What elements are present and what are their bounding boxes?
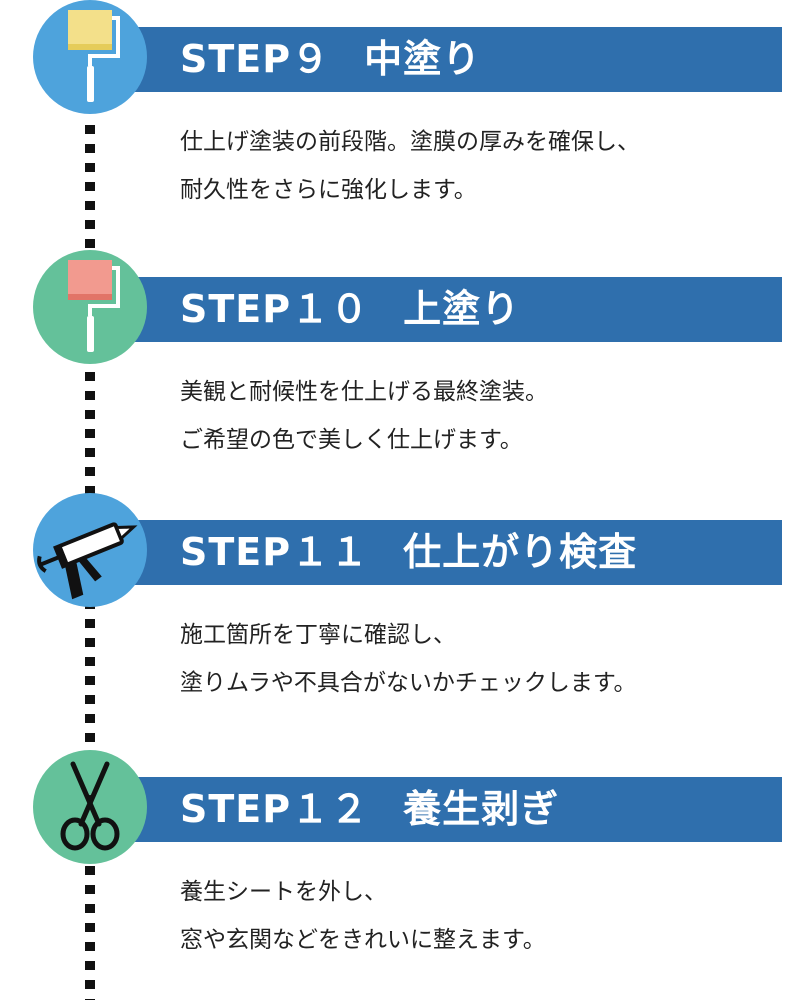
step-12-desc-line-1: 養生シートを外し、 [180,879,387,905]
scissors-icon [33,750,147,864]
step-10-label: STEP１０ [180,287,370,331]
step-9-banner [125,27,782,92]
step-10-title: 上塗り [403,287,521,331]
step-11-desc-line-2: 塗りムラや不具合がないかチェックします。 [180,670,637,696]
step-11-desc-line-1: 施工箇所を丁寧に確認し、 [180,622,456,648]
step-12-banner [125,777,782,842]
step-9: STEP９ 中塗り 仕上げ塗装の前段階。塗膜の厚みを確保し、 耐久性をさらに強化し… [0,0,800,230]
step-11: STEP１１ 仕上がり検査 施工箇所を丁寧に確認し、 塗りムラや不具合がないかチェ… [0,493,800,723]
step-12-desc-line-2: 窓や玄関などをきれいに整えます。 [180,927,546,953]
step-12-description: 養生シートを外し、 窓や玄関などをきれいに整えます。 [180,868,780,964]
step-10: STEP１０ 上塗り 美観と耐候性を仕上げる最終塗装。 ご希望の色で美しく仕上げま… [0,250,800,480]
step-9-desc-line-2: 耐久性をさらに強化します。 [180,177,477,203]
step-11-title: 仕上がり検査 [403,530,638,574]
step-10-heading: STEP１０ 上塗り [180,277,520,342]
step-10-banner [125,277,782,342]
step-9-title: 中塗り [364,37,482,81]
step-10-desc-line-1: 美観と耐候性を仕上げる最終塗装。 [180,379,548,405]
step-10-description: 美観と耐候性を仕上げる最終塗装。 ご希望の色で美しく仕上げます。 [180,368,780,464]
step-12-label: STEP１２ [180,787,370,831]
step-12-heading: STEP１２ 養生剥ぎ [180,777,559,842]
step-9-desc-line-1: 仕上げ塗装の前段階。塗膜の厚みを確保し、 [180,129,640,155]
step-11-banner [125,520,782,585]
paint-roller-icon [33,250,147,364]
step-12: STEP１２ 養生剥ぎ 養生シートを外し、 窓や玄関などをきれいに整えます。 [0,750,800,980]
step-10-desc-line-2: ご希望の色で美しく仕上げます。 [180,427,523,453]
step-11-heading: STEP１１ 仕上がり検査 [180,520,637,585]
caulking-gun-icon [33,493,147,607]
step-9-label: STEP９ [180,37,331,81]
paint-roller-icon [33,0,147,114]
step-11-label: STEP１１ [180,530,370,574]
step-9-description: 仕上げ塗装の前段階。塗膜の厚みを確保し、 耐久性をさらに強化します。 [180,118,780,214]
step-11-description: 施工箇所を丁寧に確認し、 塗りムラや不具合がないかチェックします。 [180,611,780,707]
step-9-heading: STEP９ 中塗り [180,27,481,92]
step-12-title: 養生剥ぎ [403,787,560,831]
